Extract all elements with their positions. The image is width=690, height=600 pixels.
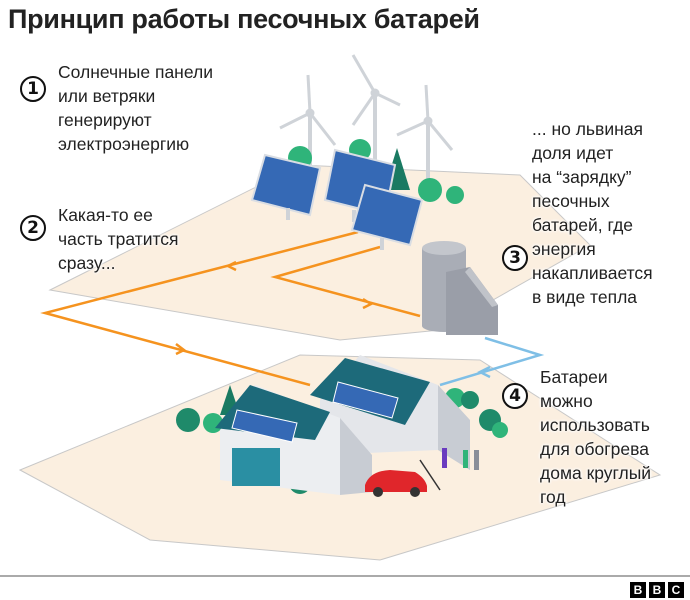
bbc-logo: B B C [630, 582, 684, 598]
sand-battery [422, 241, 498, 335]
people [442, 448, 479, 470]
footer-divider [0, 575, 690, 577]
illustration [18, 54, 662, 561]
step-4: 4 Батареи можно использовать для обогрев… [502, 365, 651, 509]
trees-lower [176, 385, 508, 494]
step-4-text: Батареи можно использовать для обогрева … [540, 367, 652, 507]
step-1: 1 Солнечные панели или ветряки генерирую… [20, 60, 213, 156]
step-3: 3 ... но львиная доля идет на “зарядку” … [502, 117, 653, 309]
step-number-badge: 1 [20, 76, 46, 102]
page-title: Принцип работы песочных батарей [8, 4, 480, 34]
electric-car [365, 459, 441, 497]
step-2-text: Какая-то ее часть тратится сразу... [58, 205, 179, 273]
solar-panels [250, 148, 424, 250]
step-1-text: Солнечные панели или ветряки генерируют … [58, 62, 213, 154]
heat-flow-line [439, 336, 545, 387]
wind-turbines [279, 54, 454, 190]
step-number-badge: 4 [502, 383, 528, 409]
step-number-badge: 3 [502, 245, 528, 271]
power-flow-lines [40, 230, 421, 387]
step-2: 2 Какая-то ее часть тратится сразу... [20, 203, 179, 275]
logo-letter: B [649, 582, 665, 598]
logo-letter: C [668, 582, 684, 598]
house-front [215, 385, 372, 495]
step-number-badge: 2 [20, 215, 46, 241]
step-3-text: ... но львиная доля идет на “зарядку” пе… [532, 119, 653, 307]
logo-letter: B [630, 582, 646, 598]
